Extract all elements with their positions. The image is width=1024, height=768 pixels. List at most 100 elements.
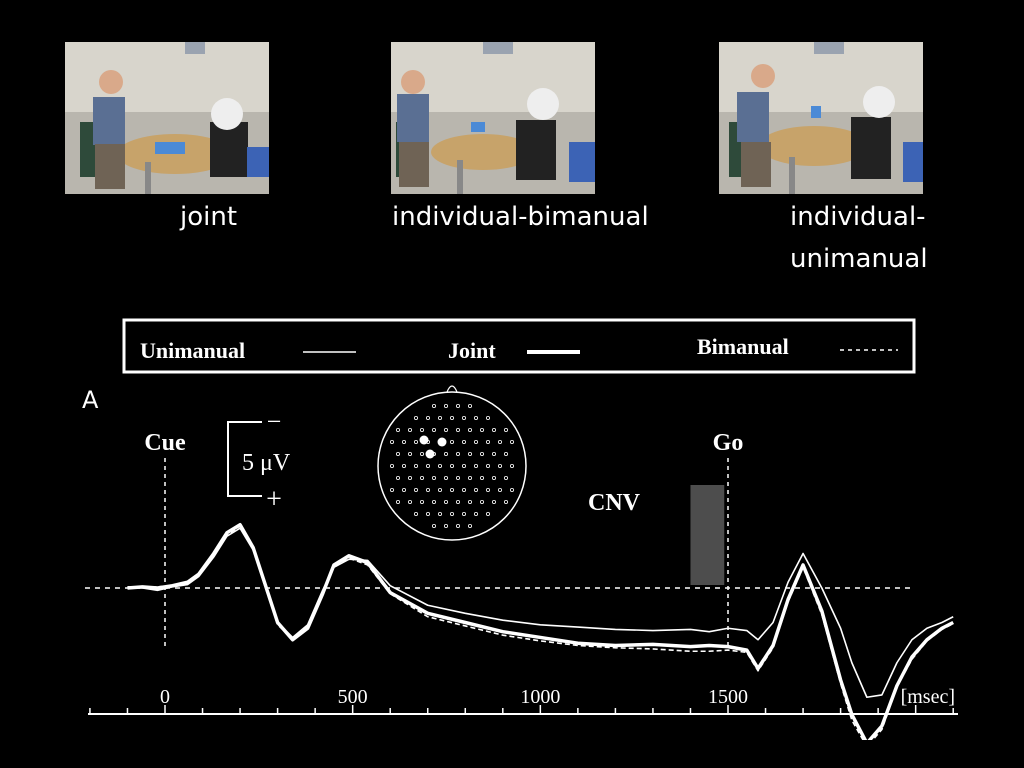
legend-label-bimanual: Bimanual bbox=[697, 334, 789, 359]
electrode-dot bbox=[419, 427, 424, 432]
photo-joint bbox=[65, 42, 269, 194]
electrode-dot bbox=[407, 475, 412, 480]
electrode-dot bbox=[407, 427, 412, 432]
series-line-unimanual bbox=[127, 527, 954, 699]
shaded-time-window bbox=[690, 485, 725, 585]
electrode-dot bbox=[461, 439, 466, 444]
series-group bbox=[127, 523, 954, 740]
electrode-dot bbox=[389, 487, 394, 492]
electrode-dot bbox=[467, 475, 472, 480]
photo-individual-unimanual bbox=[719, 42, 923, 194]
electrode-dot bbox=[437, 416, 442, 421]
electrode-dot bbox=[449, 463, 454, 468]
go-marker-label: Go bbox=[713, 430, 744, 456]
electrode-dot bbox=[443, 499, 448, 504]
electrode-dot bbox=[425, 416, 430, 421]
electrode-dot bbox=[395, 475, 400, 480]
electrode-dot bbox=[461, 487, 466, 492]
electrode-dot bbox=[449, 511, 454, 516]
electrode-dot bbox=[497, 487, 502, 492]
electrode-dot bbox=[509, 487, 514, 492]
photo-individual-bimanual-image bbox=[391, 42, 595, 194]
x-tick-label: 500 bbox=[338, 686, 368, 708]
erp-chart: Unimanual Joint Bimanual A Cue Go − 5 μV… bbox=[82, 318, 958, 740]
electrode-dot bbox=[485, 487, 490, 492]
electrode-dot bbox=[401, 463, 406, 468]
electrode-dot bbox=[455, 427, 460, 432]
photo-joint-image bbox=[65, 42, 269, 194]
electrode-dot bbox=[467, 523, 472, 528]
electrode-head-map bbox=[377, 385, 527, 541]
electrode-dot bbox=[431, 475, 436, 480]
electrode-dot bbox=[503, 475, 508, 480]
electrode-dot bbox=[461, 416, 466, 421]
electrode-dot bbox=[437, 463, 442, 468]
electrode-dot bbox=[425, 487, 430, 492]
caption-individual-unimanual-line2: unimanual bbox=[790, 244, 928, 274]
highlighted-electrode bbox=[419, 435, 429, 445]
panel-label: A bbox=[82, 386, 99, 414]
electrode-dot bbox=[413, 463, 418, 468]
electrode-dot bbox=[413, 439, 418, 444]
electrode-dot bbox=[491, 499, 496, 504]
electrode-dot bbox=[413, 487, 418, 492]
electrode-dot bbox=[473, 439, 478, 444]
legend-label-joint: Joint bbox=[448, 338, 496, 363]
electrode-dot bbox=[443, 475, 448, 480]
electrode-dot bbox=[389, 463, 394, 468]
electrode-dot bbox=[401, 439, 406, 444]
electrode-dot bbox=[419, 475, 424, 480]
electrode-dot bbox=[443, 404, 448, 409]
electrode-dot bbox=[479, 475, 484, 480]
legend-label-unimanual: Unimanual bbox=[140, 338, 245, 363]
electrode-dot bbox=[455, 499, 460, 504]
scale-bar-positive: + bbox=[266, 484, 282, 515]
electrode-dot bbox=[449, 487, 454, 492]
electrode-dot bbox=[455, 475, 460, 480]
electrode-dot bbox=[473, 511, 478, 516]
electrode-dot bbox=[473, 416, 478, 421]
electrode-dot bbox=[443, 523, 448, 528]
electrode-dot bbox=[437, 487, 442, 492]
electrode-dot bbox=[437, 511, 442, 516]
electrode-dot bbox=[455, 404, 460, 409]
electrode-dot bbox=[413, 511, 418, 516]
electrode-dot bbox=[497, 463, 502, 468]
electrode-dot bbox=[473, 463, 478, 468]
electrode-dot bbox=[509, 439, 514, 444]
voltage-scale-bar: − 5 μV + bbox=[227, 407, 291, 515]
electrode-dot bbox=[449, 416, 454, 421]
photo-individual-bimanual bbox=[391, 42, 595, 194]
highlighted-electrode bbox=[437, 437, 447, 447]
electrode-dot bbox=[395, 451, 400, 456]
electrode-dot bbox=[467, 404, 472, 409]
electrode-dot bbox=[455, 523, 460, 528]
electrode-dot bbox=[479, 427, 484, 432]
caption-individual-unimanual: individual- unimanual bbox=[790, 196, 928, 280]
electrode-dot bbox=[485, 416, 490, 421]
series-line-bimanual bbox=[127, 525, 954, 740]
highlighted-electrode bbox=[425, 449, 435, 459]
electrode-dot bbox=[395, 427, 400, 432]
electrode-dot bbox=[431, 427, 436, 432]
electrode-dot bbox=[467, 427, 472, 432]
electrode-dot bbox=[503, 499, 508, 504]
scale-bar-negative: − bbox=[267, 407, 282, 436]
caption-individual-unimanual-line1: individual- bbox=[790, 202, 926, 232]
x-tick-label: 1000 bbox=[520, 686, 560, 708]
electrode-dot bbox=[491, 427, 496, 432]
electrode-dot bbox=[425, 463, 430, 468]
scale-bar-label: 5 μV bbox=[242, 450, 291, 476]
electrode-dot bbox=[425, 511, 430, 516]
x-axis-unit-label: [msec] bbox=[901, 686, 955, 708]
electrode-dot bbox=[491, 475, 496, 480]
electrode-dot bbox=[485, 463, 490, 468]
electrode-dot bbox=[467, 499, 472, 504]
legend-box bbox=[122, 318, 916, 374]
electrode-dot bbox=[407, 499, 412, 504]
cnv-annotation: CNV bbox=[588, 490, 641, 516]
x-tick-label: 1500 bbox=[708, 686, 748, 708]
electrode-dot bbox=[479, 451, 484, 456]
photo-individual-unimanual-image bbox=[719, 42, 923, 194]
